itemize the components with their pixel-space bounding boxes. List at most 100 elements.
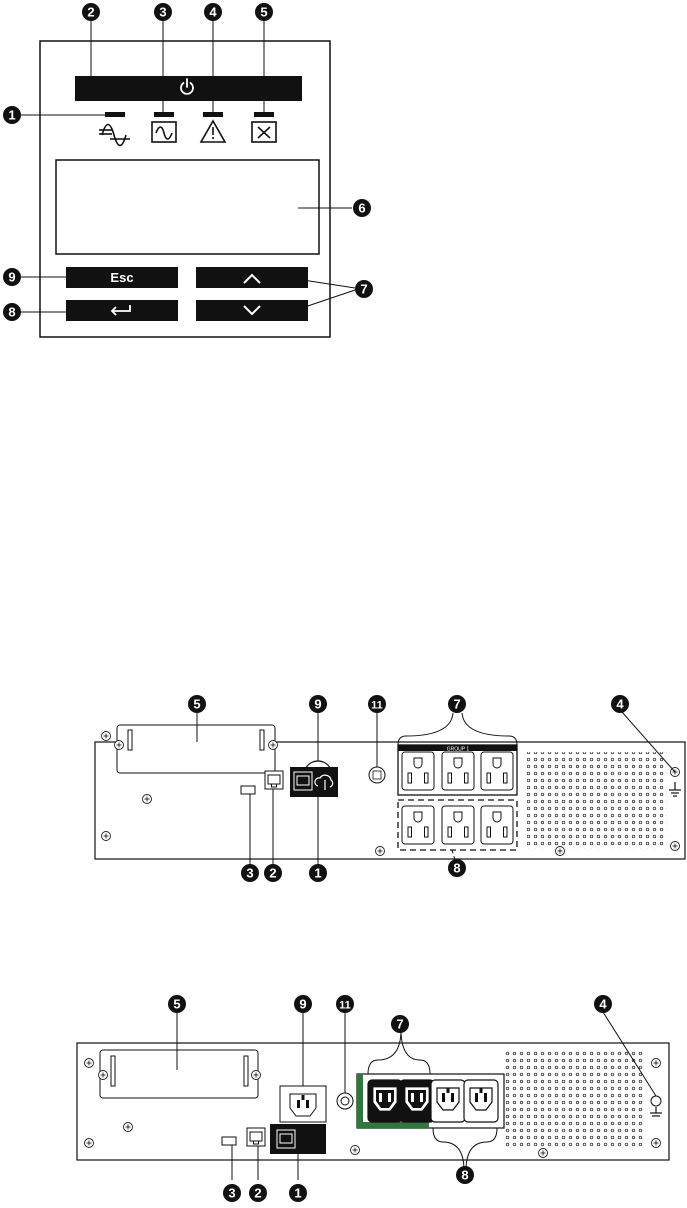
- rear1-callout-11: 11: [368, 695, 386, 713]
- usb-port[interactable]: [240, 785, 256, 795]
- svg-text:5: 5: [193, 697, 200, 712]
- rear1-callout-9: 9: [309, 695, 327, 713]
- rear2-callout-5: 5: [168, 995, 186, 1013]
- rear2-callout-4: 4: [594, 995, 612, 1013]
- outlet[interactable]: [401, 751, 435, 791]
- svg-text:8: 8: [453, 861, 460, 876]
- usb-port[interactable]: [221, 1136, 237, 1146]
- svg-text:3: 3: [246, 866, 253, 881]
- svg-text:2: 2: [87, 5, 94, 20]
- rs232-port[interactable]: [264, 770, 284, 790]
- outlet[interactable]: [430, 1079, 466, 1123]
- vent-grille: [505, 1051, 645, 1148]
- up-button[interactable]: [196, 267, 308, 288]
- cloud-icon: [314, 774, 334, 790]
- callout-2: 2: [82, 3, 100, 21]
- rear1-callout-7: 7: [448, 695, 466, 713]
- esc-button[interactable]: [66, 267, 178, 288]
- svg-text:8: 8: [8, 305, 15, 320]
- power-button[interactable]: [75, 76, 302, 101]
- front-panel: Esc 2 3 4 5 1 6 9 8 7: [3, 3, 373, 338]
- rear1-callout-4: 4: [611, 695, 629, 713]
- svg-text:2: 2: [269, 866, 276, 881]
- outlet[interactable]: [441, 805, 475, 845]
- outlet[interactable]: [367, 1079, 403, 1123]
- svg-text:4: 4: [599, 997, 607, 1012]
- chevron-up-icon: [243, 273, 261, 284]
- rear-panel-nema: GROUP 1 5 9 11: [94, 695, 686, 882]
- reset-button[interactable]: [336, 1092, 354, 1110]
- svg-text:4: 4: [616, 697, 624, 712]
- lcd-screen: [55, 159, 320, 255]
- callout-5: 5: [255, 3, 273, 21]
- callout-1: 1: [3, 106, 21, 124]
- svg-text:6: 6: [358, 201, 365, 216]
- svg-text:1: 1: [314, 866, 321, 881]
- enter-arrow-icon: [110, 305, 131, 316]
- down-button[interactable]: [196, 300, 308, 321]
- rear2-callout-1: 1: [289, 1184, 307, 1202]
- rear2-callout-2: 2: [249, 1184, 267, 1202]
- outlet[interactable]: [463, 1079, 499, 1123]
- callout-9: 9: [3, 268, 21, 286]
- power-icon: [180, 78, 194, 95]
- comm-card-slot[interactable]: [99, 1049, 259, 1099]
- rear1-callout-5: 5: [188, 695, 206, 713]
- ac-led: [105, 112, 125, 117]
- outlet[interactable]: [441, 751, 475, 791]
- callout-6: 6: [353, 199, 371, 217]
- svg-text:7: 7: [396, 1017, 403, 1032]
- callout-7: 7: [355, 280, 373, 298]
- svg-text:9: 9: [8, 270, 15, 285]
- ground-icon: [650, 1107, 662, 1117]
- svg-text:1: 1: [294, 1186, 301, 1201]
- comm-card-slot[interactable]: [116, 724, 276, 774]
- fault-led: [254, 112, 274, 117]
- reset-button[interactable]: [368, 766, 386, 784]
- rear2-callout-8: 8: [456, 1166, 474, 1184]
- group-1-label: GROUP 1: [447, 747, 470, 753]
- svg-text:9: 9: [314, 697, 321, 712]
- outlet[interactable]: [480, 751, 514, 791]
- ground-icon: [669, 782, 681, 797]
- esc-button-label: Esc: [110, 270, 133, 285]
- ac-sine-icon: [99, 123, 130, 147]
- chevron-down-icon: [243, 305, 261, 316]
- svg-text:8: 8: [461, 1168, 468, 1183]
- outlet[interactable]: [401, 805, 435, 845]
- rear1-leader-lines: [196, 711, 676, 865]
- rear2-callout-11: 11: [336, 995, 354, 1013]
- vent-grille: [527, 752, 667, 849]
- rear2-callout-3: 3: [223, 1184, 241, 1202]
- outlet[interactable]: [480, 805, 514, 845]
- front-leader-lines: [20, 20, 356, 313]
- svg-text:3: 3: [228, 1186, 235, 1201]
- rear1-callout-1: 1: [309, 864, 327, 882]
- svg-text:9: 9: [299, 997, 306, 1012]
- callout-3: 3: [154, 3, 172, 21]
- battery-x-icon: [251, 121, 277, 143]
- svg-text:11: 11: [371, 700, 383, 712]
- rear2-leader-lines: [176, 1011, 657, 1180]
- rs232-port[interactable]: [246, 1127, 266, 1147]
- rear2-callout-7: 7: [391, 1015, 409, 1033]
- battery-led: [154, 112, 174, 117]
- svg-text:11: 11: [339, 1000, 351, 1012]
- svg-text:7: 7: [453, 697, 460, 712]
- rear1-callout-8: 8: [448, 859, 466, 877]
- rear1-callout-3: 3: [241, 864, 259, 882]
- rear-panel-iec: 5 9 11 7 4 3 2 1 8: [76, 995, 670, 1202]
- svg-text:3: 3: [159, 5, 166, 20]
- rear2-callout-9: 9: [294, 995, 312, 1013]
- alarm-led: [203, 112, 223, 117]
- svg-text:5: 5: [260, 5, 267, 20]
- rear1-callout-2: 2: [264, 864, 282, 882]
- callout-8: 8: [3, 303, 21, 321]
- svg-text:5: 5: [173, 997, 180, 1012]
- warning-icon: [199, 119, 227, 143]
- outlet[interactable]: [399, 1079, 435, 1123]
- battery-sine-icon: [151, 121, 177, 143]
- svg-text:2: 2: [254, 1186, 261, 1201]
- svg-text:4: 4: [209, 5, 217, 20]
